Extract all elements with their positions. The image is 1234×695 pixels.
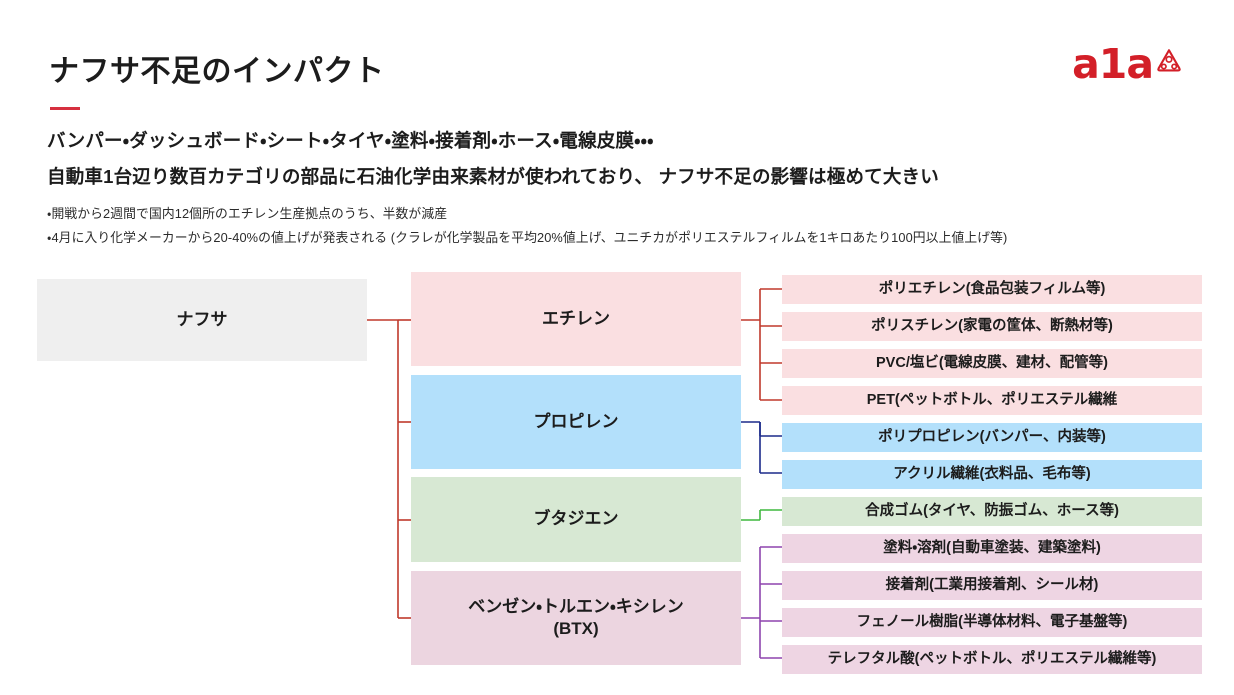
summary-line-2: 自動車1台辺り数百カテゴリの部品に石油化学由来素材が使われており、 ナフサ不足の… [47, 166, 939, 187]
product-item-terephthalic-acid[interactable]: テレフタル酸(ペットボトル、ポリエステル繊維等) [782, 645, 1202, 674]
product-item-phenolic-resin[interactable]: フェノール樹脂(半導体材料、電子基盤等) [782, 608, 1202, 637]
triangle-emblem-icon [1156, 47, 1182, 73]
product-item-pvc[interactable]: PVC/塩ビ(電線皮膜、建材、配管等) [782, 349, 1202, 378]
page-title: ナフサ不足のインパクト [49, 55, 385, 88]
bullet-item-1: ・開戦から2週間で国内12個所のエチレン生産拠点のうち、半数が減産 [47, 206, 448, 221]
product-item-paint-solvent[interactable]: 塗料・溶剤(自動車塗装、建築塗料) [782, 534, 1202, 563]
diagram-node-naphtha[interactable]: ナフサ [37, 279, 367, 361]
diagram-node-ethylene[interactable]: エチレン [411, 272, 741, 366]
product-item-polystyrene[interactable]: ポリスチレン(家電の筐体、断熱材等) [782, 312, 1202, 341]
logo-wordmark: a1a [1072, 40, 1154, 88]
diagram-node-btx[interactable]: ベンゼン・トルエン・キシレン (BTX) [411, 571, 741, 665]
product-item-pet[interactable]: PET(ペットボトル、ポリエステル繊維 [782, 386, 1202, 415]
bullet-item-2: ・4月に入り化学メーカーから20-40%の値上げが発表される (クラレが化学製品… [47, 230, 1008, 245]
title-accent-rule [50, 107, 80, 110]
product-item-polyethylene[interactable]: ポリエチレン(食品包装フィルム等) [782, 275, 1202, 304]
product-item-acrylic-fiber[interactable]: アクリル繊維(衣料品、毛布等) [782, 460, 1202, 489]
btx-label-line-2: (BTX) [553, 619, 599, 638]
summary-line-1: バンパー・ダッシュボード・シート・タイヤ・塗料・接着剤・ホース・電線皮膜・・・ [47, 130, 654, 151]
product-item-synthetic-rubber[interactable]: 合成ゴム(タイヤ、防振ゴム、ホース等) [782, 497, 1202, 526]
product-item-adhesive[interactable]: 接着剤(工業用接着剤、シール材) [782, 571, 1202, 600]
brand-logo: a1a [1072, 44, 1182, 85]
btx-label-line-1: ベンゼン・トルエン・キシレン [468, 596, 684, 616]
diagram-node-butadiene[interactable]: ブタジエン [411, 477, 741, 562]
diagram-node-propylene[interactable]: プロピレン [411, 375, 741, 469]
product-item-polypropylene[interactable]: ポリプロピレン(バンパー、内装等) [782, 423, 1202, 452]
